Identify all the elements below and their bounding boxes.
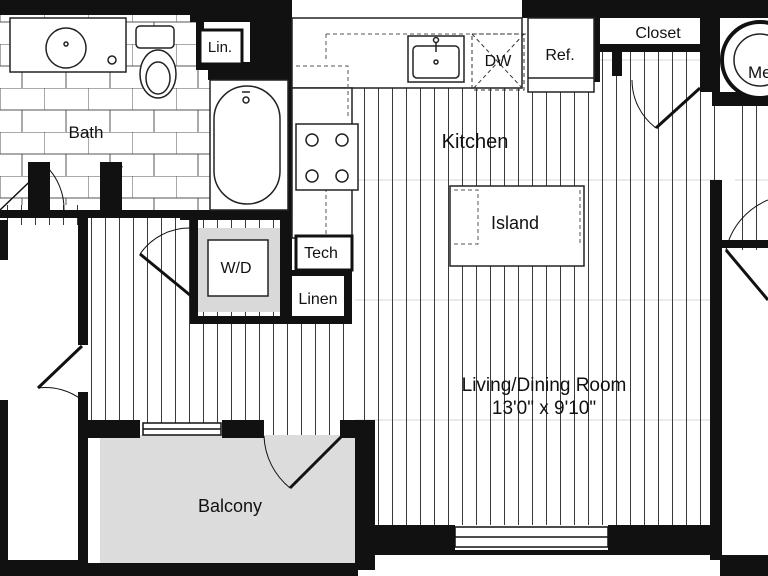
dishwasher-label: DW <box>485 53 513 70</box>
range-icon <box>295 123 359 191</box>
toilet-icon <box>135 25 177 99</box>
linen-label: Linen <box>298 291 337 308</box>
mechanical-unit-icon <box>720 20 768 100</box>
dishwasher-icon <box>471 33 525 91</box>
kitchen-label: Kitchen <box>442 131 509 153</box>
refrigerator-icon <box>527 17 595 93</box>
right-floor <box>735 100 768 250</box>
bath-label: Bath <box>69 123 104 142</box>
linen-closet <box>290 270 352 324</box>
closet-label: Closet <box>635 25 681 42</box>
living-dining-label: Living/Dining Room <box>462 375 627 396</box>
windows <box>142 422 609 548</box>
balcony-floor <box>100 435 358 563</box>
balcony-label: Balcony <box>198 496 262 516</box>
door-swings <box>0 79 768 490</box>
mechanical-label: Me <box>748 63 768 82</box>
refrigerator-label: Ref. <box>545 47 574 64</box>
washer-dryer-icon <box>198 228 280 312</box>
linen-small-closet <box>198 28 244 66</box>
bath-vanity-icon <box>9 17 127 73</box>
kitchen-sink-icon <box>407 35 465 83</box>
tech-label: Tech <box>304 245 338 262</box>
living-dining-size: 13'0" x 9'10" <box>492 398 596 419</box>
bathtub-icon <box>209 79 289 211</box>
washer-dryer-label: W/D <box>220 260 251 277</box>
kitchen-living-floor <box>350 85 720 525</box>
island <box>449 185 585 267</box>
island-label: Island <box>491 213 539 233</box>
tech-closet <box>294 234 354 272</box>
lin-label: Lin. <box>208 39 232 56</box>
